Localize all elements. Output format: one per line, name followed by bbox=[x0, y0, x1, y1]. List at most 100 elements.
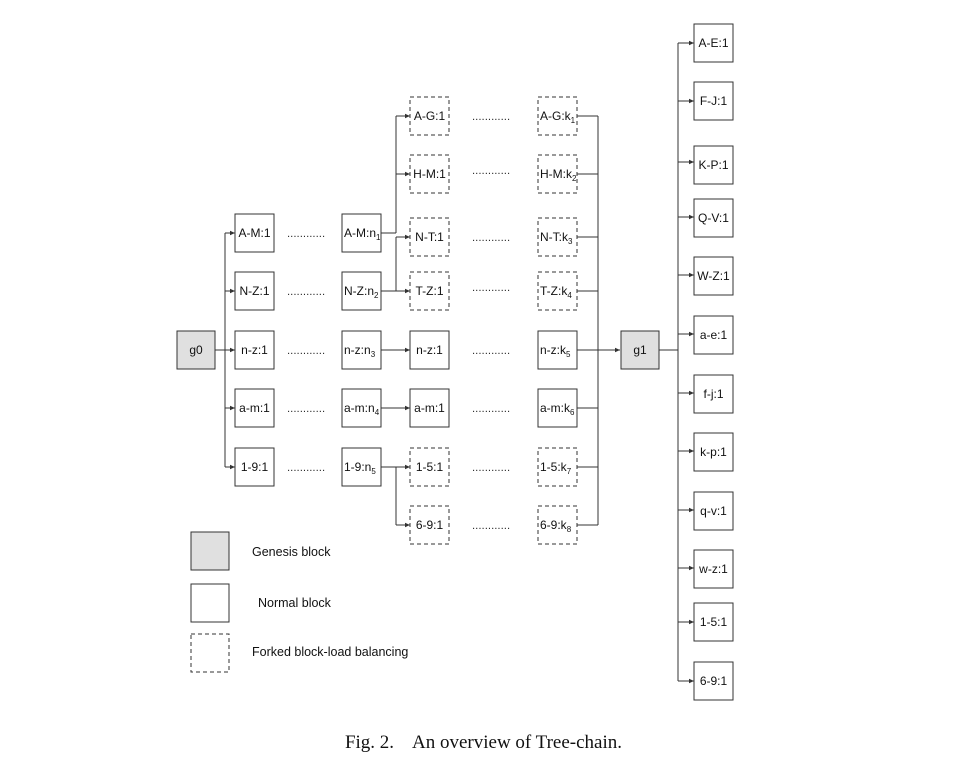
level2-label: a-m:n4 bbox=[344, 401, 380, 417]
right-column-label: q-v:1 bbox=[700, 504, 727, 518]
ellipsis: ............ bbox=[472, 463, 510, 474]
legend-forked: Forked block-load balancing bbox=[190, 633, 408, 673]
level1-block: 1-9:1 bbox=[234, 447, 275, 487]
figure-number: Fig. 2. bbox=[344, 732, 395, 753]
level4-forked-block: H-M:k2 bbox=[537, 154, 578, 194]
right-column-label: w-z:1 bbox=[698, 562, 728, 576]
ellipsis: ............ bbox=[287, 346, 325, 357]
right-column-label: k-p:1 bbox=[700, 445, 727, 459]
level3-forked-block: T-Z:1 bbox=[409, 271, 450, 311]
ellipsis: ............ bbox=[472, 166, 510, 177]
level4-label: A-G:k1 bbox=[540, 109, 576, 125]
right-column-block: w-z:1 bbox=[693, 549, 734, 589]
right-column-label: Q-V:1 bbox=[698, 211, 729, 225]
level1-label: A-M:1 bbox=[238, 226, 270, 240]
right-column-block: W-Z:1 bbox=[693, 256, 734, 296]
right-column-block: K-P:1 bbox=[693, 145, 734, 185]
level1-label: N-Z:1 bbox=[240, 284, 270, 298]
ellipsis: ............ bbox=[472, 233, 510, 244]
level4-label: 1-5:k7 bbox=[540, 460, 572, 476]
level3-label: a-m:1 bbox=[414, 401, 445, 415]
legend-genesis-swatch bbox=[190, 531, 230, 571]
right-column-block: f-j:1 bbox=[693, 374, 734, 414]
level4-forked-block: A-G:k1 bbox=[537, 96, 578, 136]
level3-forked-block: 1-5:1 bbox=[409, 447, 450, 487]
level4-forked-block: T-Z:k4 bbox=[537, 271, 578, 311]
level2-block: 1-9:n5 bbox=[341, 447, 382, 487]
ellipsis: ............ bbox=[472, 404, 510, 415]
level2-block: A-M:n1 bbox=[341, 213, 382, 253]
figure-caption-text: An overview of Tree-chain. bbox=[412, 732, 623, 753]
level4-label: a-m:k6 bbox=[540, 401, 575, 417]
level4-forked-block: N-T:k3 bbox=[537, 217, 578, 257]
right-column-label: 6-9:1 bbox=[700, 674, 728, 688]
right-column-label: f-j:1 bbox=[703, 387, 723, 401]
ellipsis: ............ bbox=[472, 521, 510, 532]
right-column-block: 1-5:1 bbox=[693, 602, 734, 642]
legend-normal-label: Normal block bbox=[258, 596, 332, 610]
legend-genesis: Genesis block bbox=[190, 531, 331, 571]
level3-forked-block: H-M:1 bbox=[409, 154, 450, 194]
level2-block: a-m:n4 bbox=[341, 388, 382, 428]
right-column-label: A-E:1 bbox=[698, 36, 728, 50]
level3-forked-block: N-T:1 bbox=[409, 217, 450, 257]
level3-label: 6-9:1 bbox=[416, 518, 444, 532]
right-column-block: A-E:1 bbox=[693, 23, 734, 63]
ellipsis: ............ bbox=[287, 229, 325, 240]
legend-normal: Normal block bbox=[190, 583, 332, 623]
level1-block: N-Z:1 bbox=[234, 271, 275, 311]
right-column-block: Q-V:1 bbox=[693, 198, 734, 238]
level2-label: 1-9:n5 bbox=[344, 460, 376, 476]
ellipsis: ............ bbox=[287, 404, 325, 415]
level1-label: 1-9:1 bbox=[241, 460, 269, 474]
legend: Genesis block Normal block Forked block-… bbox=[190, 531, 408, 673]
right-column-label: 1-5:1 bbox=[700, 615, 728, 629]
right-column-block: F-J:1 bbox=[693, 81, 734, 121]
level3-label: H-M:1 bbox=[413, 167, 446, 181]
right-column-label: a-e:1 bbox=[700, 328, 728, 342]
level3-block: n-z:1 bbox=[409, 330, 450, 370]
level4-label: n-z:k5 bbox=[540, 343, 571, 359]
ellipsis: ............ bbox=[472, 346, 510, 357]
right-column-label: F-J:1 bbox=[700, 94, 728, 108]
legend-forked-swatch bbox=[190, 633, 230, 673]
level1-block: n-z:1 bbox=[234, 330, 275, 370]
level1-label: n-z:1 bbox=[241, 343, 268, 357]
level3-label: T-Z:1 bbox=[415, 284, 443, 298]
level4-block: a-m:k6 bbox=[537, 388, 578, 428]
ellipsis: ............ bbox=[472, 283, 510, 294]
level4-forked-block: 6-9:k8 bbox=[537, 505, 578, 545]
genesis-block-g0: g0 bbox=[176, 330, 216, 370]
level4-label: T-Z:k4 bbox=[540, 284, 572, 300]
level3-forked-block: 6-9:1 bbox=[409, 505, 450, 545]
level2-label: A-M:n1 bbox=[344, 226, 381, 242]
ellipsis: ............ bbox=[472, 112, 510, 123]
genesis-label-g0: g0 bbox=[189, 343, 203, 357]
right-column-block: k-p:1 bbox=[693, 432, 734, 472]
level3-label: A-G:1 bbox=[414, 109, 446, 123]
ellipsis: ............ bbox=[287, 463, 325, 474]
legend-normal-swatch bbox=[190, 583, 230, 623]
level4-block: n-z:k5 bbox=[537, 330, 578, 370]
level3-block: a-m:1 bbox=[409, 388, 450, 428]
level1-block: a-m:1 bbox=[234, 388, 275, 428]
level3-label: n-z:1 bbox=[416, 343, 443, 357]
level4-label: H-M:k2 bbox=[540, 167, 577, 183]
legend-forked-label: Forked block-load balancing bbox=[252, 645, 408, 659]
genesis-block-g1: g1 bbox=[620, 330, 660, 370]
right-column-block: 6-9:1 bbox=[693, 661, 734, 701]
level2-block: N-Z:n2 bbox=[341, 271, 382, 311]
level3-forked-block: A-G:1 bbox=[409, 96, 450, 136]
right-column-block: q-v:1 bbox=[693, 491, 734, 531]
level2-block: n-z:n3 bbox=[341, 330, 382, 370]
level4-forked-block: 1-5:k7 bbox=[537, 447, 578, 487]
level3-label: N-T:1 bbox=[415, 230, 444, 244]
right-column-block: a-e:1 bbox=[693, 315, 734, 355]
level1-block: A-M:1 bbox=[234, 213, 275, 253]
right-column-label: K-P:1 bbox=[698, 158, 728, 172]
legend-genesis-label: Genesis block bbox=[252, 545, 331, 559]
level2-label: n-z:n3 bbox=[344, 343, 376, 359]
level1-label: a-m:1 bbox=[239, 401, 270, 415]
right-column-label: W-Z:1 bbox=[697, 269, 730, 283]
